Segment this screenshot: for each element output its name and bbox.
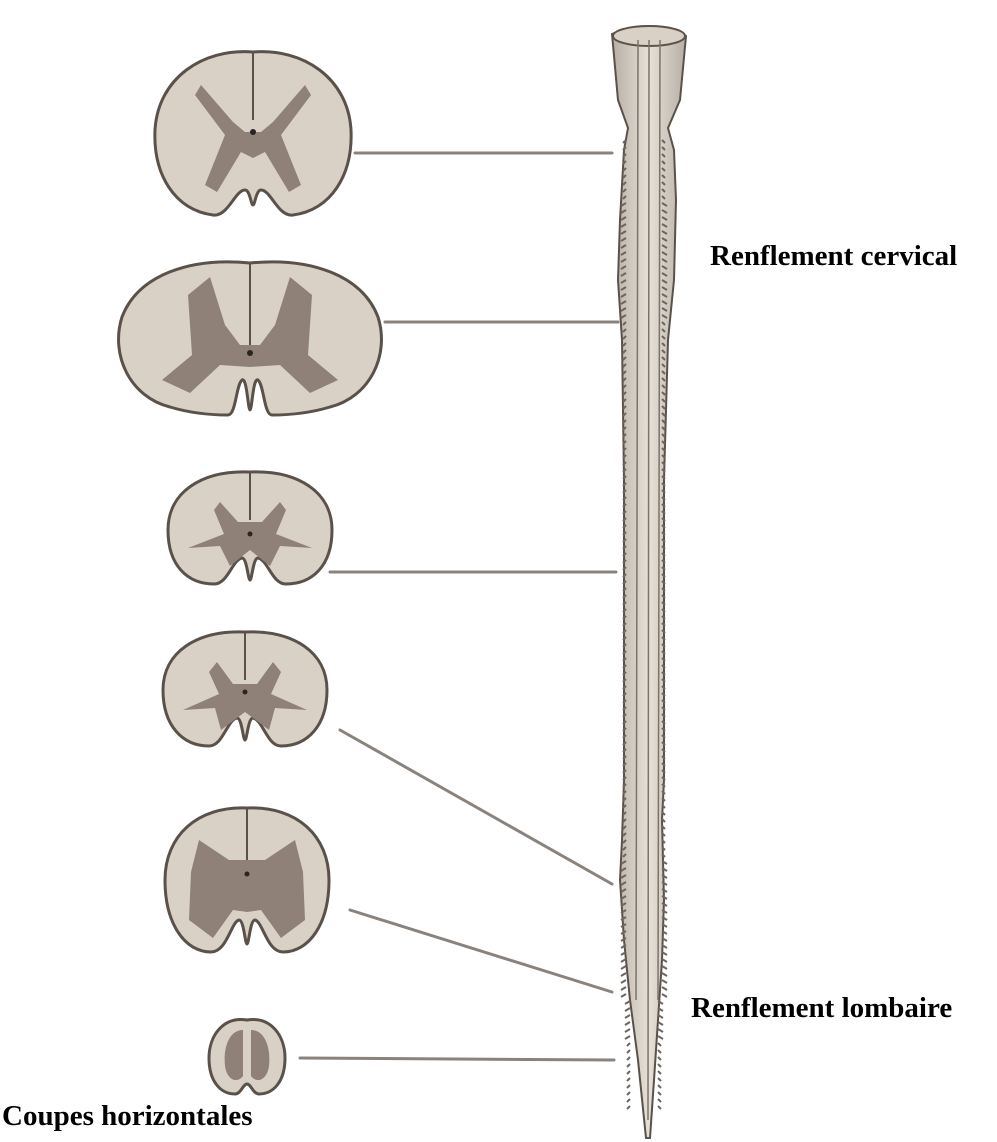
rootlet bbox=[621, 987, 626, 990]
rootlet bbox=[658, 1057, 661, 1060]
rootlet bbox=[625, 1022, 630, 1025]
rootlet bbox=[658, 1043, 661, 1046]
rootlet bbox=[627, 1078, 630, 1081]
rootlet bbox=[627, 1064, 630, 1067]
spinal-cord bbox=[612, 26, 686, 1138]
rootlet bbox=[662, 966, 667, 969]
rootlet bbox=[621, 980, 626, 983]
cross-section-3 bbox=[168, 472, 332, 584]
rootlet bbox=[627, 1057, 630, 1060]
leader-line-4 bbox=[340, 730, 612, 884]
rootlet bbox=[625, 1008, 630, 1011]
rootlet bbox=[627, 1050, 630, 1053]
label-lumbar-enlargement: Renflement lombaire bbox=[691, 992, 952, 1025]
cross-section-4 bbox=[163, 632, 327, 746]
rootlet bbox=[627, 1099, 630, 1102]
rootlet bbox=[658, 1106, 661, 1109]
cross-section-6 bbox=[209, 1019, 285, 1094]
rootlet bbox=[625, 1036, 630, 1039]
rootlet bbox=[658, 1064, 661, 1067]
rootlet bbox=[662, 973, 667, 976]
rootlet bbox=[621, 966, 626, 969]
label-horizontal-sections: Coupes horizontales bbox=[2, 1100, 253, 1133]
rootlet bbox=[621, 994, 626, 997]
rootlet bbox=[625, 1015, 630, 1018]
rootlet bbox=[627, 1085, 630, 1088]
cross-section-5 bbox=[165, 808, 329, 952]
rootlet bbox=[625, 1029, 630, 1032]
rootlet bbox=[662, 987, 667, 990]
rootlet bbox=[627, 1106, 630, 1109]
rootlet bbox=[627, 1043, 630, 1046]
rootlet bbox=[621, 973, 626, 976]
rootlet bbox=[658, 1078, 661, 1081]
rootlet bbox=[658, 1036, 663, 1039]
rootlet bbox=[662, 994, 667, 997]
rootlet bbox=[658, 1022, 663, 1025]
label-cervical-enlargement: Renflement cervical bbox=[710, 240, 957, 273]
rootlet bbox=[662, 980, 667, 983]
rootlet bbox=[658, 1085, 661, 1088]
rootlet bbox=[658, 1029, 663, 1032]
rootlet bbox=[658, 1099, 661, 1102]
leader-line-6 bbox=[300, 1058, 614, 1060]
cross-section-1 bbox=[155, 52, 351, 215]
rootlet bbox=[625, 1001, 630, 1004]
leader-line-5 bbox=[350, 910, 612, 992]
cross-section-2 bbox=[119, 262, 382, 415]
rootlet bbox=[658, 1050, 661, 1053]
rootlet bbox=[627, 1092, 630, 1095]
rootlet bbox=[627, 1071, 630, 1074]
rootlet bbox=[658, 1071, 661, 1074]
rootlet bbox=[658, 1092, 661, 1095]
